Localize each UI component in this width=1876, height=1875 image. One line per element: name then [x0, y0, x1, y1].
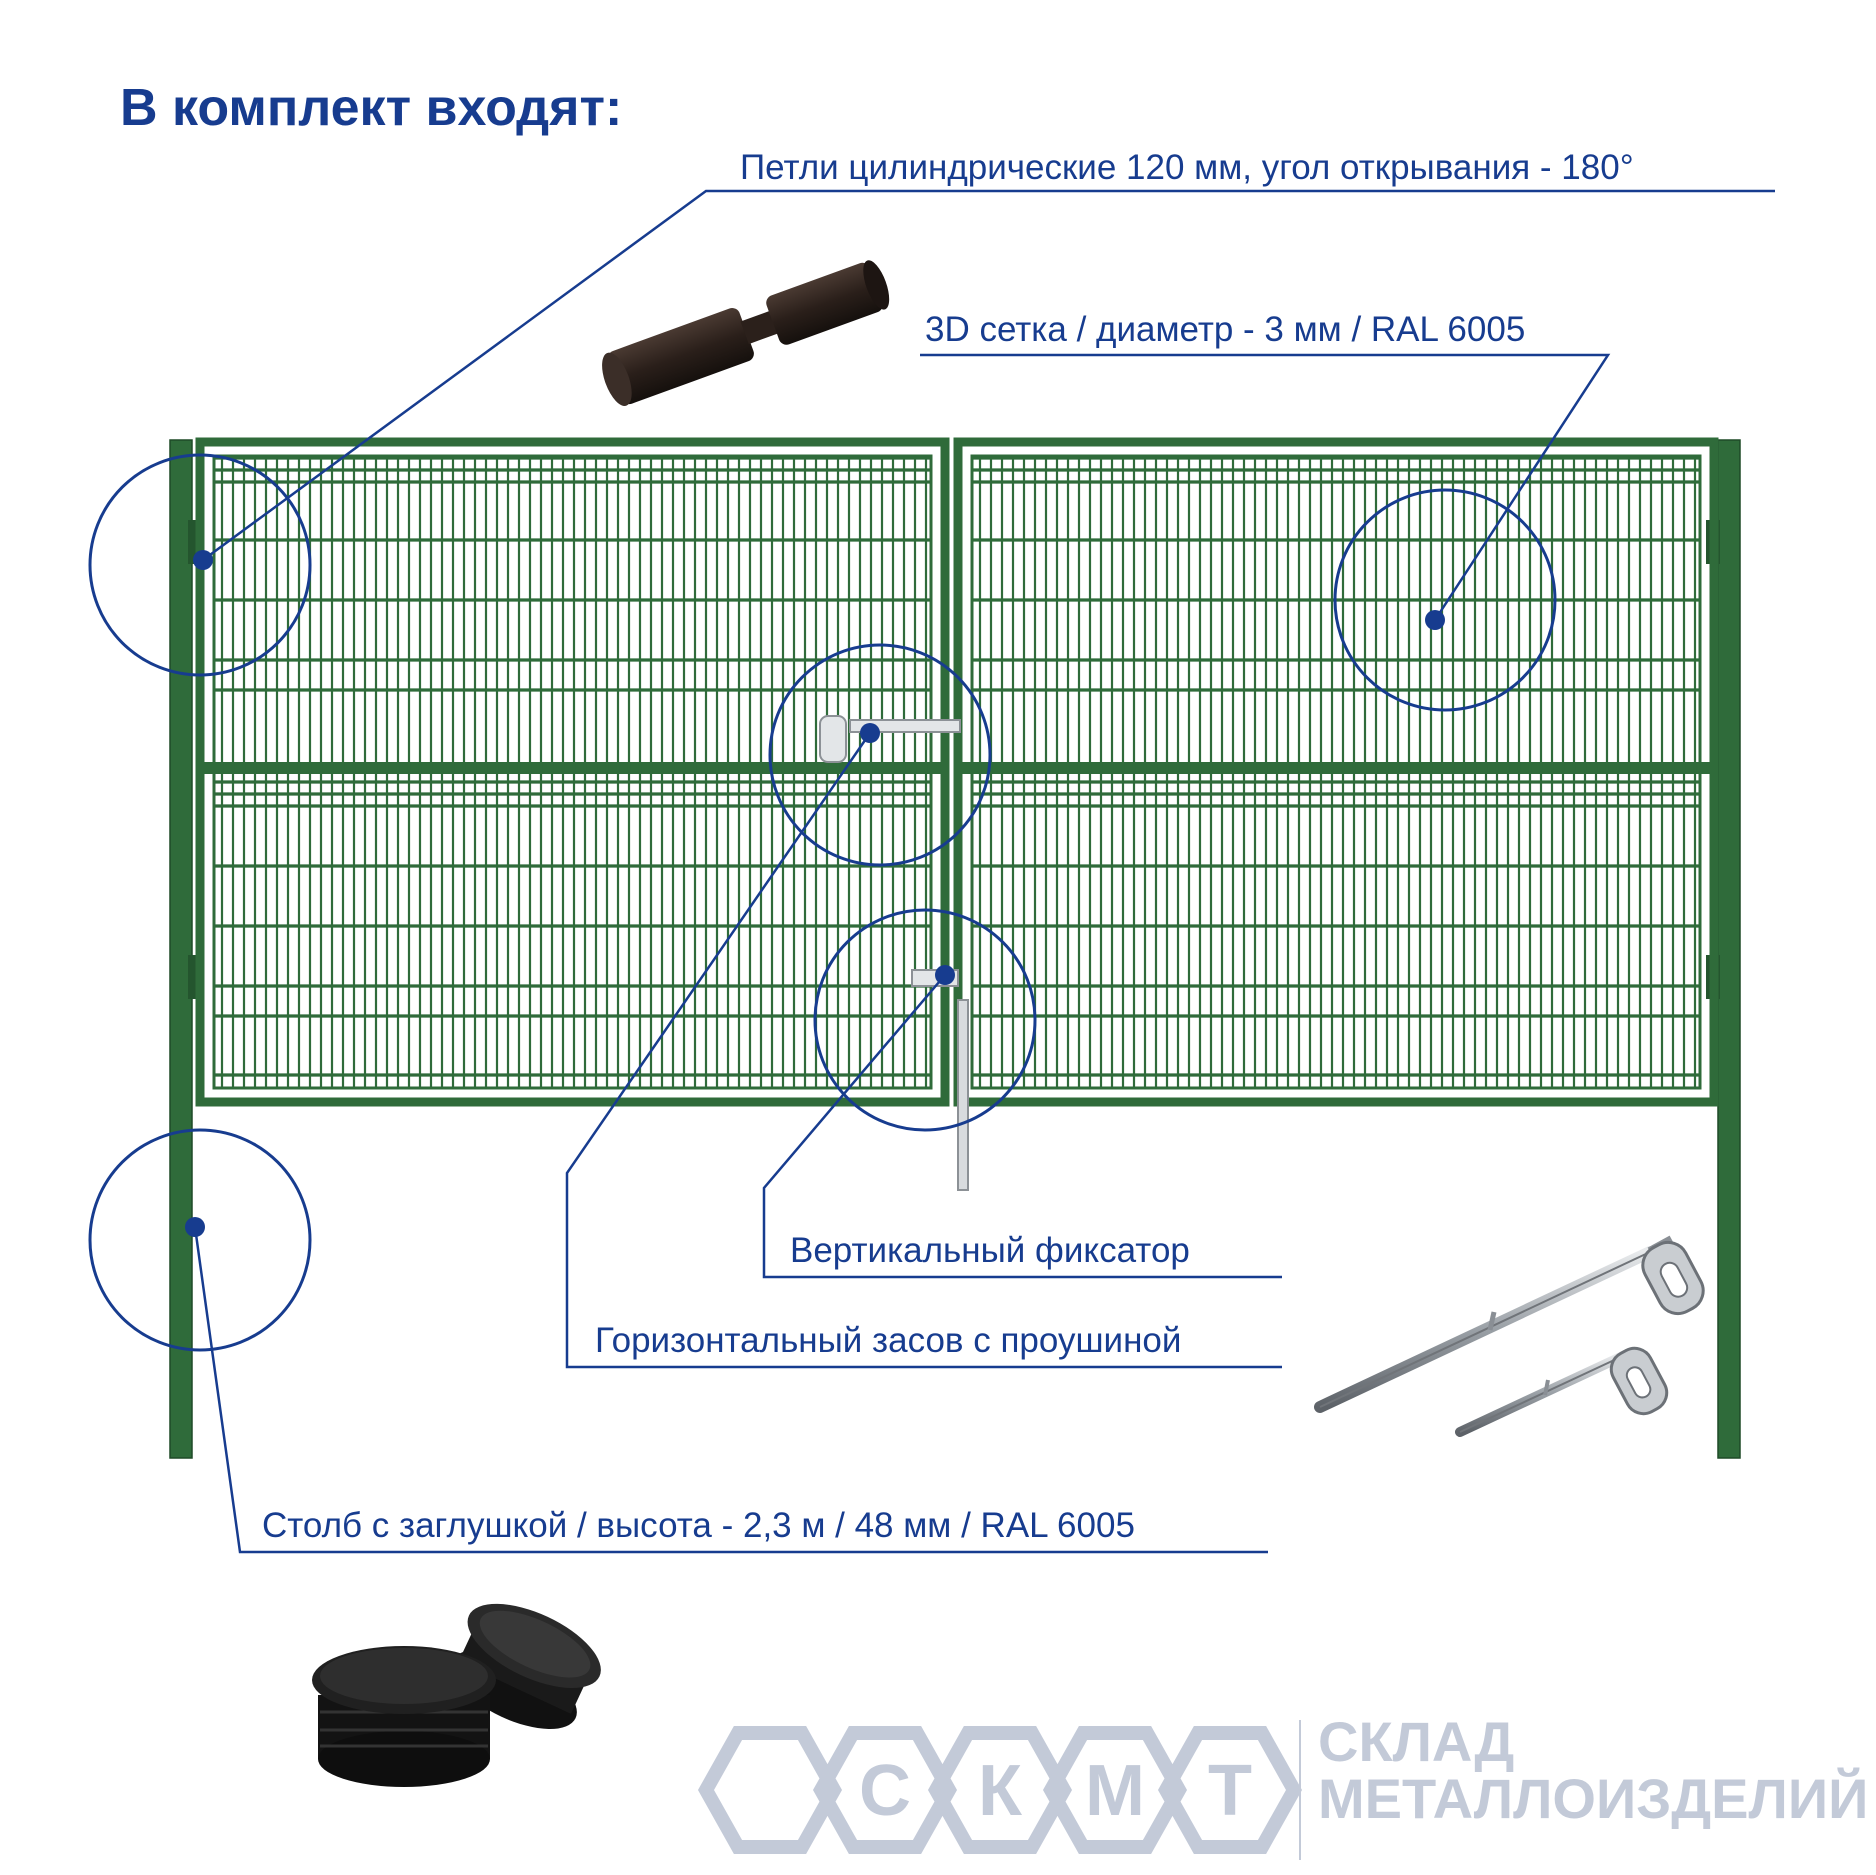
hinge-dot — [193, 550, 213, 570]
logo-letter-3: М — [1085, 1751, 1145, 1831]
post-callout-circle — [88, 1128, 312, 1352]
mesh-label: 3D сетка / диаметр - 3 мм / RAL 6005 — [925, 310, 1526, 349]
hinge-leader — [202, 189, 1775, 562]
bolt-leader — [565, 732, 1282, 1369]
bolt-and-latch-image — [1314, 1235, 1705, 1437]
brand-logo-letters: С К М Т — [859, 1751, 1252, 1831]
post-dot — [185, 1217, 205, 1237]
bolt-callout-circle — [768, 643, 992, 867]
cylindrical-hinge-image — [602, 260, 890, 406]
logo-letter-4: Т — [1208, 1751, 1252, 1831]
bolt-eyelet-on-gate — [819, 715, 847, 763]
mesh-dot — [1425, 610, 1445, 630]
mesh-callout-circle — [1333, 488, 1557, 712]
logo-hex-1 — [697, 1726, 843, 1854]
latch-dot — [935, 965, 955, 985]
leader-lines — [193, 189, 1775, 1554]
logo-hex-5 — [1157, 1726, 1303, 1854]
post-caps-image — [312, 1603, 601, 1787]
logo-letter-2: К — [978, 1751, 1023, 1831]
gate-leaf-right — [953, 437, 1719, 1107]
bolt-dot — [860, 723, 880, 743]
brand-logo — [697, 1720, 1303, 1860]
double-swing-gate — [169, 437, 1741, 1459]
mesh-leader — [920, 353, 1611, 621]
hinge-callout-circle — [88, 453, 312, 677]
leaf-middle-beam-left — [200, 762, 945, 774]
vertical-latch-label: Вертикальный фиксатор — [790, 1231, 1190, 1270]
horizontal-bolt-label: Горизонтальный засов с проушиной — [595, 1321, 1182, 1360]
post-leader — [193, 1226, 1268, 1554]
leaf-middle-beam-right — [958, 762, 1714, 774]
vertical-latch-rod — [957, 999, 969, 1191]
leader-dots — [185, 550, 1445, 1237]
hinges-label: Петли цилиндрические 120 мм, угол открыв… — [740, 148, 1634, 187]
brand-line-1: СКЛАД — [1318, 1710, 1515, 1773]
gate-leaf-left — [195, 437, 950, 1107]
page-title: В комплект входят: — [120, 79, 623, 137]
post-label: Столб с заглушкой / высота - 2,3 м / 48 … — [262, 1506, 1135, 1545]
logo-hex-2 — [812, 1726, 958, 1854]
left-post — [169, 439, 193, 1459]
latch-callout-circle — [813, 908, 1037, 1132]
right-post — [1717, 439, 1741, 1459]
logo-letter-1: С — [859, 1751, 911, 1831]
logo-hex-4 — [1042, 1726, 1188, 1854]
brand-name: СКЛАД МЕТАЛЛОИЗДЕЛИЙ — [1318, 1713, 1868, 1827]
latch-leader — [762, 974, 1282, 1279]
logo-hex-3 — [927, 1726, 1073, 1854]
brand-line-2: МЕТАЛЛОИЗДЕЛИЙ — [1318, 1767, 1869, 1831]
callout-circles — [88, 453, 1557, 1352]
